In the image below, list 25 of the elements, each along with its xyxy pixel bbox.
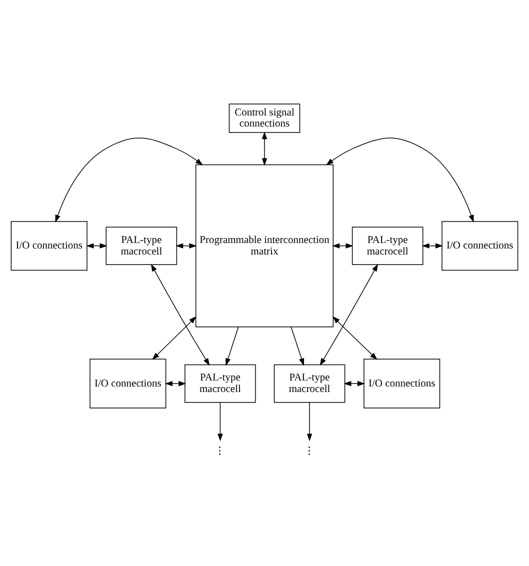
arrow: [332, 316, 378, 360]
arrow: [165, 380, 186, 386]
node-box: I/O connections: [364, 358, 440, 408]
arrow: [344, 380, 365, 386]
node-box: PAL-type macrocell: [274, 364, 346, 403]
node-box: I/O connections: [90, 358, 166, 408]
node-box: PAL-type macrocell: [106, 226, 178, 265]
arrow: [226, 326, 239, 366]
arrow: [320, 264, 378, 366]
node-box: I/O connections: [442, 221, 518, 271]
node-box: Programmable interconnection matrix: [195, 164, 334, 328]
arrow: [290, 326, 304, 366]
arrow: [55, 138, 203, 223]
arrow: [262, 132, 268, 166]
node-box: I/O connections: [10, 221, 88, 271]
arrow: [152, 316, 196, 360]
node-box: PAL-type macrocell: [184, 364, 256, 403]
arrow: [306, 402, 312, 442]
arrow: [150, 264, 210, 366]
arrow: [218, 402, 223, 442]
node-box: PAL-type macrocell: [352, 226, 424, 265]
node-text: ⋮: [214, 446, 226, 457]
node-text: ⋮: [304, 446, 316, 457]
node-box: Control signal connections: [228, 104, 300, 133]
arrow: [326, 138, 474, 223]
